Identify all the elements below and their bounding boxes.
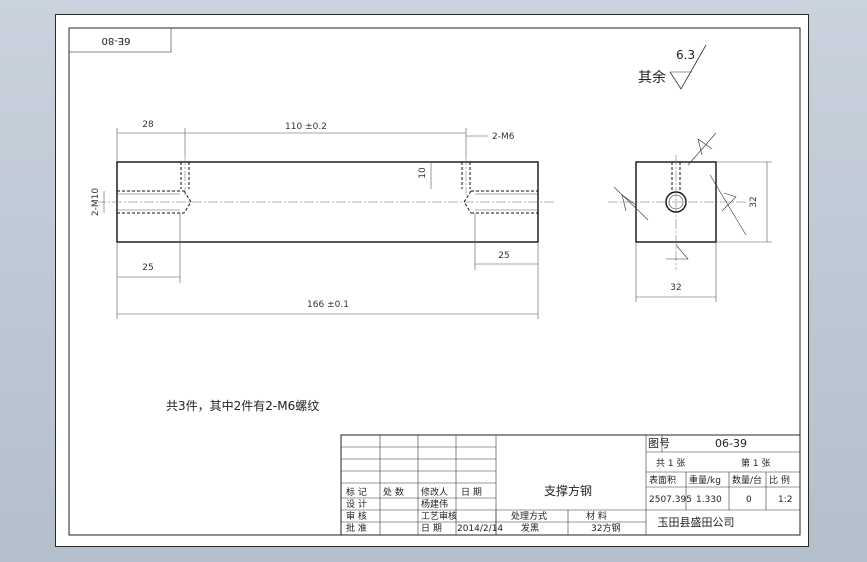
tb-material-value: 32方钢 <box>591 522 620 534</box>
tb-approve-label: 批 准 <box>346 522 367 534</box>
tb-head-area: 表面积 <box>649 474 676 486</box>
dim-166: 166 ±0.1 <box>307 300 349 310</box>
tb-material-label: 材 料 <box>586 510 607 522</box>
code-box <box>68 27 172 53</box>
dim-25-left: 25 <box>142 263 153 273</box>
side-view <box>608 132 747 270</box>
tb-approve-date: 2014/2/14 <box>457 524 503 534</box>
title-block: 标 记 处 数 修改人 日 期 设 计 杨建伟 审 核 工艺审核 批 准 日 期… <box>340 434 801 536</box>
drawing-code: 6E-80 <box>101 35 130 46</box>
tb-process-label: 处理方式 <box>511 510 547 522</box>
technical-note: 共3件，其中2件有2-M6螺纹 <box>166 398 319 413</box>
tb-drawing-no: 06-39 <box>715 437 747 450</box>
side-dimensions: 32 32 <box>635 161 772 302</box>
tb-header-0: 标 记 <box>346 486 367 498</box>
dim-2m10: 2-M10 <box>91 188 101 216</box>
dim-25-right: 25 <box>498 251 509 261</box>
dim-2m6: 2-M6 <box>492 132 515 142</box>
dim-32-height: 32 <box>749 196 759 207</box>
tb-process-value: 发黑 <box>521 522 539 534</box>
tb-sheet-current: 第 1 张 <box>741 457 770 469</box>
tb-sheets-total: 共 1 张 <box>656 458 685 469</box>
tb-review-label: 审 核 <box>346 510 367 522</box>
dim-28: 28 <box>142 120 154 130</box>
tb-header-2: 修改人 <box>421 486 448 498</box>
tb-val-scale: 1:2 <box>778 495 792 505</box>
roughness-value: 6.3 <box>676 48 695 62</box>
roughness-symbol: 其余 6.3 <box>638 44 707 90</box>
drawing-canvas: 6E-80 其余 6.3 28 <box>68 27 801 536</box>
roughness-label: 其余 <box>638 69 666 86</box>
front-view <box>96 155 556 243</box>
tb-val-qty: 0 <box>746 495 752 505</box>
dim-10: 10 <box>418 167 428 179</box>
dim-32-width: 32 <box>670 283 681 293</box>
tb-design-name: 杨建伟 <box>421 498 448 510</box>
tb-header-3: 日 期 <box>461 487 482 498</box>
tb-review-name: 工艺审核 <box>421 510 457 522</box>
tb-head-qty: 数量/台 <box>732 474 762 486</box>
front-dimensions: 28 110 ±0.2 2-M6 2-M10 10 25 25 166 ±0.1 <box>91 120 539 319</box>
tb-design-label: 设 计 <box>346 498 367 510</box>
tb-head-scale: 比 例 <box>769 474 790 486</box>
tb-header-1: 处 数 <box>383 486 404 498</box>
tb-part-name: 支撑方钢 <box>544 483 592 498</box>
tb-head-weight: 重量/kg <box>689 474 721 486</box>
tb-approve-date-label: 日 期 <box>421 523 442 534</box>
tb-val-area: 2507.395 <box>649 495 692 505</box>
dim-110: 110 ±0.2 <box>285 122 327 132</box>
tb-company: 玉田县盛田公司 <box>658 515 735 529</box>
drawing-sheet: 6E-80 其余 6.3 28 <box>55 14 809 547</box>
tb-drawing-no-label: 图号 <box>648 437 670 450</box>
tb-val-weight: 1.330 <box>696 495 722 505</box>
